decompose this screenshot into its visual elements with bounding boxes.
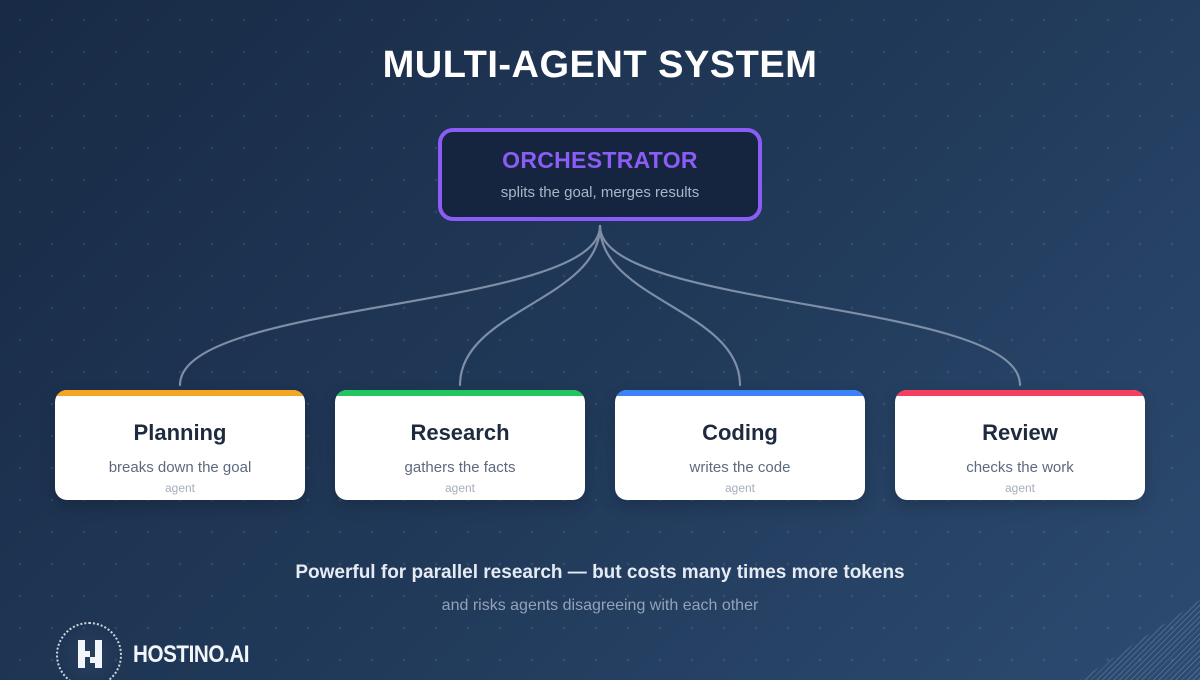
footer-note: and risks agents disagreeing with each o… [441, 597, 759, 614]
agent-name: Research [410, 420, 510, 445]
agent-card-research: Research gathers the facts agent [335, 390, 585, 500]
agent-name: Coding [702, 420, 778, 445]
logo-wordmark: HOSTINO.AI [133, 641, 250, 668]
agent-color-bar [615, 390, 865, 396]
agent-tag: agent [724, 481, 756, 495]
agent-card-planning: Planning breaks down the goal agent [55, 390, 305, 500]
agent-tag: agent [444, 481, 476, 495]
agent-card-review: Review checks the work agent [895, 390, 1145, 500]
connector-research [458, 224, 602, 387]
agent-card-coding: Coding writes the code agent [615, 390, 865, 500]
connector-planning [178, 224, 602, 387]
agent-description: writes the code [689, 459, 791, 476]
agent-name: Review [982, 420, 1058, 445]
agent-color-bar [895, 390, 1145, 396]
agent-color-bar [55, 390, 305, 396]
agent-color-bar [335, 390, 585, 396]
agent-tag: agent [164, 481, 196, 495]
connector-review [598, 224, 1022, 387]
agent-description: checks the work [966, 459, 1074, 476]
page-title: MULTI-AGENT SYSTEM [382, 44, 818, 86]
orchestrator-node: ORCHESTRATOR splits the goal, merges res… [438, 128, 762, 221]
footer-headline: Powerful for parallel research — but cos… [295, 562, 905, 583]
orchestrator-subtitle: splits the goal, merges results [500, 184, 700, 201]
agent-description: breaks down the goal [108, 459, 252, 476]
h-monogram-icon [78, 640, 102, 668]
agent-description: gathers the facts [404, 459, 516, 476]
logo-badge [56, 622, 122, 680]
orchestrator-title: ORCHESTRATOR [502, 147, 698, 173]
agent-tag: agent [1004, 481, 1036, 495]
agent-name: Planning [133, 420, 227, 445]
connector-coding [598, 224, 742, 387]
